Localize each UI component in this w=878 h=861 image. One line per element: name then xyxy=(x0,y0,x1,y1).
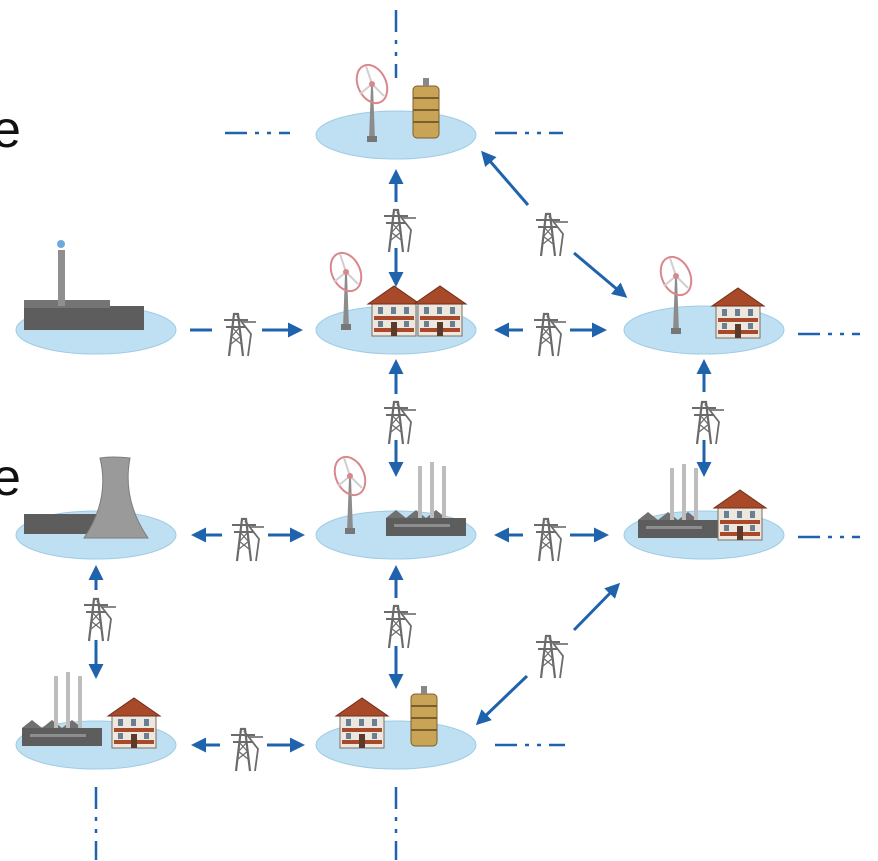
link-arrows xyxy=(88,150,712,753)
pylon-icon xyxy=(382,208,418,254)
house-icon xyxy=(713,489,767,541)
pylon-icon xyxy=(82,597,118,643)
pylon-icon xyxy=(222,312,258,358)
house-icon xyxy=(335,697,389,749)
pylon-icon xyxy=(532,517,568,563)
energy-storage-icon xyxy=(410,685,438,747)
pylon-icon xyxy=(229,727,265,773)
fossil-plant-icon xyxy=(24,306,144,330)
pylon-icon xyxy=(382,400,418,446)
arrow-diag-top-right xyxy=(573,251,628,298)
arrow-diag-bottom-down xyxy=(475,674,529,726)
arrow-diag-bottom-up xyxy=(572,582,621,632)
flame-icon xyxy=(57,240,65,248)
node-factory-house-right xyxy=(638,464,767,541)
pylon-icon xyxy=(230,517,266,563)
factory-icon xyxy=(24,514,100,534)
fossil-plant-roof xyxy=(24,300,110,308)
pylon-icon xyxy=(532,312,568,358)
house-icon xyxy=(413,285,467,337)
house-icon xyxy=(367,285,421,337)
node-fossil-plant-left xyxy=(24,240,144,330)
arrow-diag-top-left xyxy=(481,150,530,206)
factory-icon xyxy=(386,462,466,536)
factory-icon xyxy=(22,672,102,746)
clipped-text-lower: e xyxy=(0,449,21,507)
node-factory-house-bottom-left xyxy=(22,672,161,749)
factory-icon xyxy=(638,464,718,538)
cooling-tower-icon xyxy=(83,456,149,539)
node-pads xyxy=(15,110,785,770)
pylon-icon xyxy=(690,400,726,446)
node-nuclear-plant-left xyxy=(24,456,149,539)
clipped-text-upper: e xyxy=(0,101,21,159)
pylon-icon xyxy=(382,604,418,650)
energy-storage-icon xyxy=(412,77,440,139)
continuation-lines xyxy=(94,10,860,860)
house-icon xyxy=(107,697,161,749)
node-pad-storage-wind-top xyxy=(315,110,477,160)
pylon-icon xyxy=(534,212,570,258)
pylon-icon xyxy=(534,634,570,680)
house-icon xyxy=(711,287,765,339)
chimney-icon xyxy=(58,250,65,306)
